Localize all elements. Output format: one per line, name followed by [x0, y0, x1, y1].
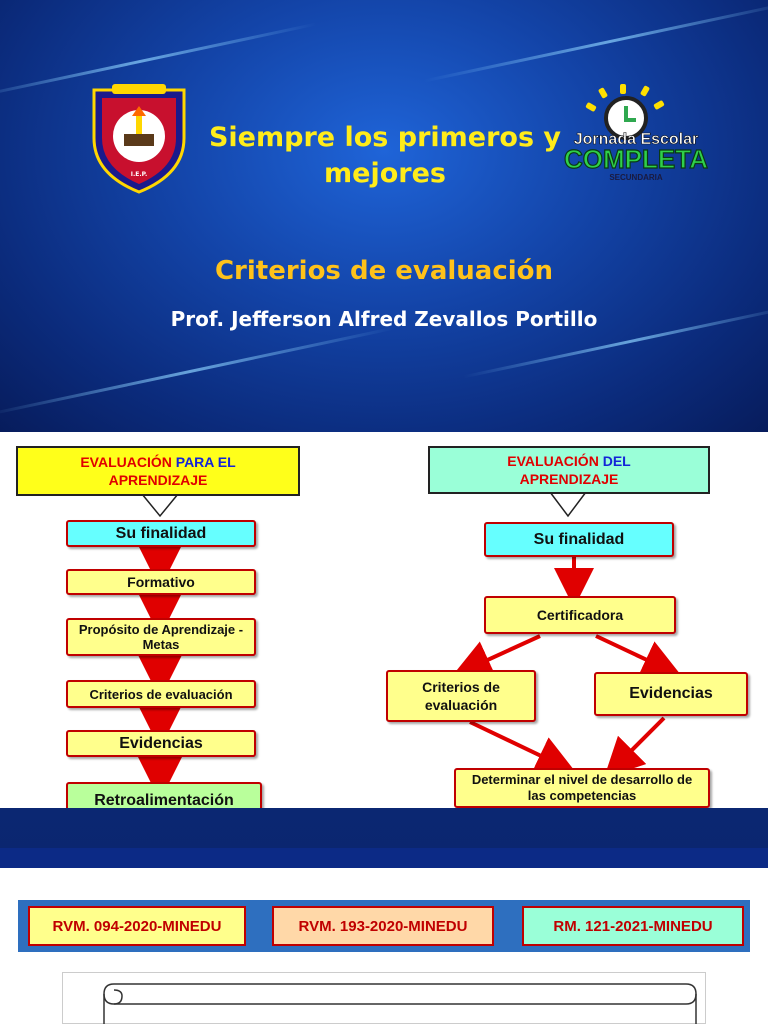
jornada-escolar-completa-logo: Jornada Escolar COMPLETA SECUNDARIA [563, 84, 709, 182]
blue-stripe [0, 848, 768, 868]
reference-rvm-094: RVM. 094-2020-MINEDU [28, 906, 246, 946]
step-criterios: Criterios de evaluación [66, 680, 256, 708]
svg-text:I.E.P.: I.E.P. [131, 171, 147, 178]
header-pointer [549, 491, 587, 518]
step-evidencias: Evidencias [66, 730, 256, 757]
right-criterios: Criterios de evaluación [386, 670, 536, 722]
step-retroalimentacion: Retroalimentación [66, 782, 262, 808]
step-proposito: Propósito de Aprendizaje - Metas [66, 618, 256, 656]
scroll-banner-frame [62, 972, 706, 1024]
step-formativo: Formativo [66, 569, 256, 595]
light-streak [423, 0, 768, 83]
flow-arrow [595, 634, 683, 678]
svg-text:SECUNDARIA: SECUNDARIA [609, 173, 663, 182]
author-name: Prof. Jefferson Alfred Zevallos Portillo [170, 307, 598, 331]
right-determinar: Determinar el nivel de desarrollo de las… [454, 768, 710, 808]
svg-text:COMPLETA: COMPLETA [564, 144, 708, 174]
light-streak [0, 326, 396, 417]
right-evidencias: Evidencias [594, 672, 748, 716]
header-evaluacion-para: EVALUACIÓN PARA EL APRENDIZAJE [16, 446, 300, 496]
flow-arrow [451, 634, 541, 678]
svg-text:Jornada Escolar: Jornada Escolar [574, 131, 699, 148]
step-su-finalidad: Su finalidad [66, 520, 256, 547]
slide-subtitle: Criterios de evaluación [214, 256, 554, 286]
diagram-connectors [135, 491, 683, 801]
flow-arrow [603, 716, 666, 779]
right-certificadora: Certificadora [484, 596, 676, 634]
scroll-banner-shape [103, 983, 697, 1024]
reference-rvm-193: RVM. 193-2020-MINEDU [272, 906, 494, 946]
reference-rm-121: RM. 121-2021-MINEDU [522, 906, 744, 946]
header-pointer [141, 493, 179, 518]
school-crest-logo: I.E.P. [92, 84, 186, 194]
evaluation-diagram-slide: EVALUACIÓN PARA EL APRENDIZAJE EVALUACIÓ… [0, 432, 768, 808]
flow-arrow [469, 720, 577, 774]
slide-title: Siempre los primeros y mejores [208, 122, 562, 189]
right-su-finalidad: Su finalidad [484, 522, 674, 557]
title-slide: I.E.P. Siempre los primeros y mejores Jo… [0, 0, 768, 432]
header-evaluacion-del: EVALUACIÓN DEL APRENDIZAJE [428, 446, 710, 494]
